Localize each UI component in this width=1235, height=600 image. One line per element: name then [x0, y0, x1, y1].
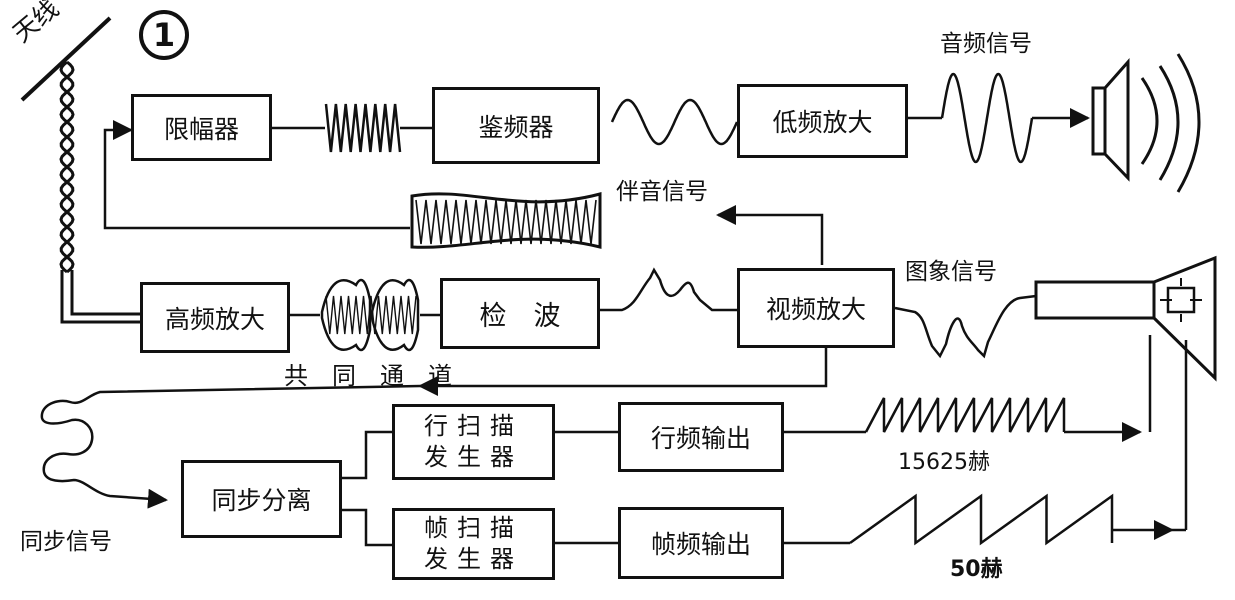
- figure-number: 1: [139, 10, 189, 60]
- v-frequency-label: 50赫: [950, 557, 1003, 582]
- video-amp-block: 视频放大: [737, 268, 895, 348]
- fm-sound-waveform: [410, 192, 602, 249]
- sync-signal-label: 同步信号: [20, 529, 112, 555]
- hf-amp-block: 高频放大: [140, 282, 290, 353]
- video-pulse-small: [600, 267, 740, 312]
- limiter-block: 限幅器: [131, 94, 272, 161]
- discriminator-block: 鉴频器: [432, 87, 600, 164]
- picture-signal-label: 图象信号: [905, 259, 997, 285]
- h-frequency-label: 15625赫: [898, 450, 990, 475]
- wire-sound-feedback: [716, 205, 824, 265]
- video-pulse-large: [894, 294, 1037, 359]
- speaker-icon: [1091, 53, 1201, 193]
- crt-picture-tube-icon: [1034, 255, 1217, 382]
- wire-sync-out: [418, 348, 828, 396]
- audio-signal-label: 音频信号: [940, 31, 1032, 57]
- h-scan-generator-label: 行扫描发生器: [424, 412, 523, 471]
- sync-separator-block: 同步分离: [181, 460, 342, 538]
- v-scan-generator-block: 帧扫描发生器: [392, 508, 555, 580]
- h-scan-generator-block: 行扫描发生器: [392, 404, 555, 480]
- common-channel-label: 共 同 通 道: [284, 362, 452, 390]
- sound-signal-label: 伴音信号: [616, 179, 708, 205]
- sync-pulse-waveform: [40, 384, 421, 509]
- v-scan-generator-label: 帧扫描发生器: [424, 514, 523, 573]
- antenna-icon: [20, 16, 140, 324]
- v-output-block: 帧频输出: [618, 507, 784, 579]
- lf-amp-block: 低频放大: [737, 84, 908, 158]
- h-output-block: 行频输出: [618, 402, 784, 472]
- if-bandpass-waveform: [320, 278, 420, 352]
- detector-block: 检 波: [440, 278, 600, 349]
- wire-sound-return: [103, 120, 410, 230]
